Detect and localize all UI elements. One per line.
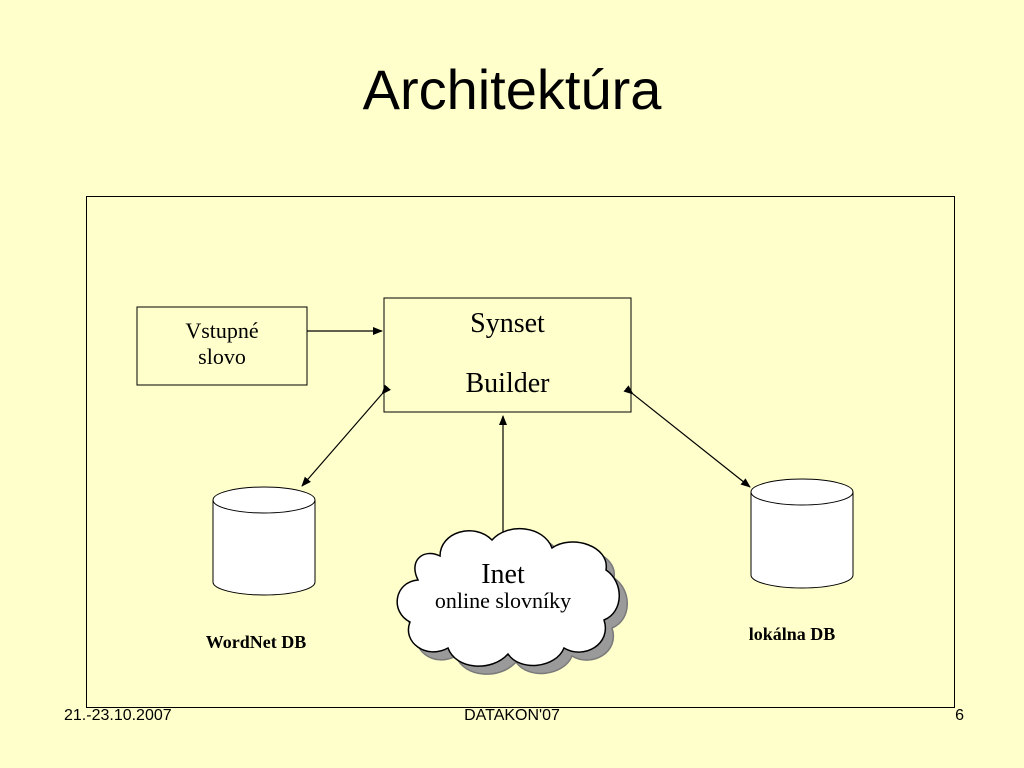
synset-builder-line2: Builder — [465, 368, 550, 399]
input-word-line2: slovo — [198, 343, 246, 369]
synset-builder-line1: Synset — [470, 308, 545, 339]
diagram-frame — [86, 196, 955, 708]
wordnet-db-cylinder-icon — [212, 486, 316, 596]
input-word-label: Vstupné slovo — [137, 318, 307, 370]
footer-date: 21.-23.10.2007 — [64, 707, 172, 724]
arrow-synset-localdb — [623, 385, 751, 488]
cloud-line2: online slovníky — [434, 588, 572, 614]
internet-cloud-icon — [396, 527, 620, 667]
footer-page-number: 6 — [955, 707, 964, 724]
cloud-label: Inet online slovníky — [398, 560, 608, 614]
input-word-box — [136, 306, 308, 386]
slide-title: Architektúra — [362, 58, 662, 121]
local-db-label: lokálna DB — [748, 624, 836, 644]
arrow-synset-wordnet — [301, 384, 391, 487]
local-db-cylinder-icon — [750, 478, 854, 589]
cloud-line1: Inet — [481, 559, 525, 590]
synset-builder-box — [383, 297, 632, 413]
wordnet-db-label: WordNet DB — [205, 632, 307, 652]
synset-builder-label: Synset Builder — [384, 310, 631, 398]
input-word-line1: Vstupné — [185, 318, 259, 343]
footer-event: DATAKON'07 — [464, 707, 560, 724]
